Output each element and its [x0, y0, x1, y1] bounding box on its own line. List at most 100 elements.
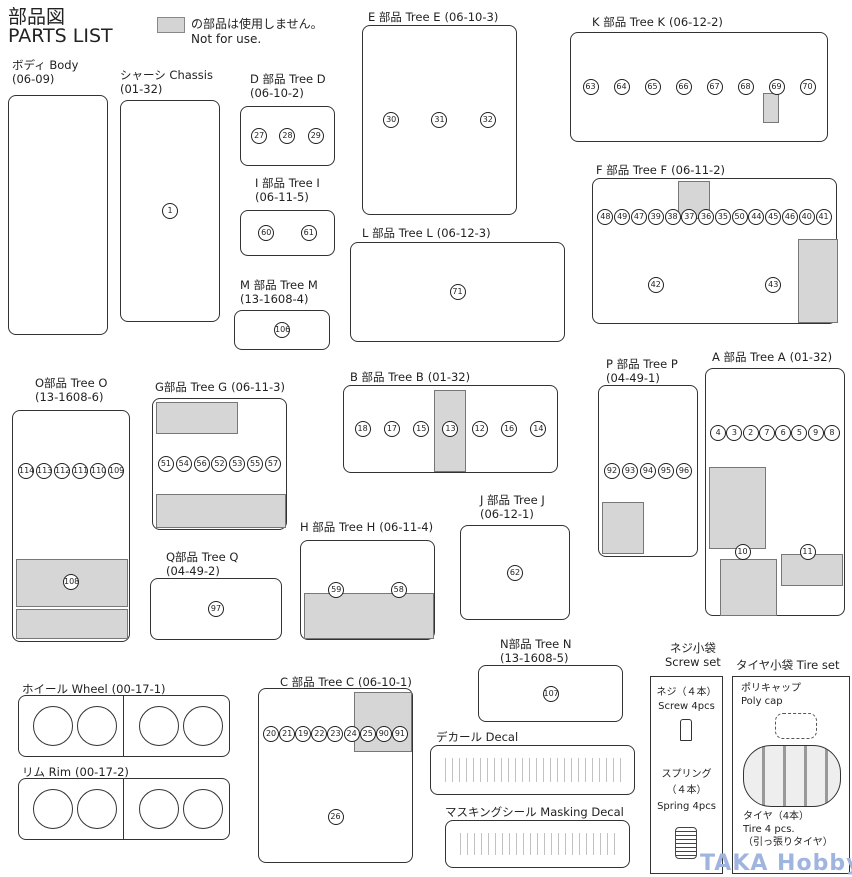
part-number: 19	[295, 726, 312, 743]
part-number: 107	[542, 685, 559, 702]
part-number: 111	[72, 462, 88, 479]
panel-label-l: L 部品 Tree L(06-12-3)	[362, 226, 491, 240]
not-for-use-area	[602, 502, 644, 554]
panel-title: A 部品 Tree A	[712, 350, 786, 364]
panel-code: (06-11-2)	[671, 163, 726, 177]
panel-label-f: F 部品 Tree F(06-11-2)	[596, 163, 725, 177]
not-for-use-area	[720, 559, 777, 616]
panel-code: (06-10-1)	[358, 675, 412, 689]
screw-label-en: Screw 4pcs	[658, 701, 715, 712]
part-number: 36	[698, 209, 715, 225]
part-number: 3	[726, 424, 743, 441]
panel-code: (06-11-3)	[231, 380, 285, 394]
panel-title: M 部品 Tree M	[240, 278, 318, 292]
spring-label-en: Spring 4pcs	[657, 801, 716, 812]
panel-label-b: B 部品 Tree B(01-32)	[350, 370, 470, 384]
panel-title: ホイール Wheel	[22, 682, 108, 696]
part-number: 35	[714, 209, 731, 225]
part-number: 52	[211, 456, 228, 472]
polycap-label-en: Poly cap	[741, 696, 783, 707]
part-number: 66	[675, 79, 692, 95]
panel-label-wheel: ホイール Wheel(00-17-1)	[22, 682, 166, 696]
parts-tree-l: 71	[350, 242, 565, 342]
part-numbers: 1	[125, 105, 215, 317]
part-number: 114	[18, 462, 34, 479]
panel-title: デカール Decal	[436, 730, 519, 744]
part-number: 18	[354, 421, 371, 437]
panel-title: J 部品 Tree J	[480, 493, 545, 507]
part-number: 56	[193, 456, 210, 472]
part-number: 108	[63, 573, 79, 590]
part-numbers: 97	[155, 583, 277, 635]
parts-tree-chassis: 1	[120, 100, 220, 322]
spring-label-jp: スプリング	[661, 769, 712, 780]
part-number: 90	[375, 726, 392, 743]
part-numbers	[450, 825, 625, 863]
part-number: 12	[471, 421, 488, 437]
panel-code: (06-12-2)	[669, 15, 723, 29]
parts-tree-rim	[18, 778, 230, 840]
not-for-use-area	[709, 467, 766, 549]
part-number: 15	[413, 421, 430, 437]
tire-set-title: タイヤ小袋 Tire set	[736, 658, 840, 672]
parts-tree-body	[8, 95, 108, 335]
part-number: 45	[765, 209, 782, 225]
page-title-en: PARTS LIST	[8, 25, 113, 47]
part-number: 17	[383, 421, 400, 437]
watermark: TAKA Hobby	[700, 851, 852, 876]
part-number: 14	[530, 421, 547, 437]
masking-sheet	[454, 833, 621, 855]
panel-title: O部品 Tree O	[35, 376, 108, 390]
panel-title: I 部品 Tree I	[255, 176, 320, 190]
panel-title: L 部品 Tree L	[362, 226, 433, 240]
panel-title: C 部品 Tree C	[280, 675, 354, 689]
polycap-icon	[775, 713, 817, 739]
panel-label-o: O部品 Tree O(13-1608-6)	[35, 376, 107, 404]
panel-code: (13-1608-6)	[35, 390, 104, 404]
part-number: 57	[264, 456, 281, 472]
part-number: 22	[311, 726, 328, 743]
part-number: 37	[681, 209, 698, 225]
part-numbers	[13, 100, 103, 330]
wheel-icon	[33, 706, 73, 746]
tire-set-box: ポリキャップ Poly cap タイヤ（4本） Tire 4 pcs. （引っ張…	[732, 676, 850, 874]
panel-title: ボディ Body	[12, 58, 79, 72]
panel-title: F 部品 Tree F	[596, 163, 668, 177]
panel-label-j: J 部品 Tree J(06-12-1)	[480, 493, 545, 521]
panel-label-d: D 部品 Tree D(06-10-2)	[250, 72, 326, 100]
panel-label-n: N部品 Tree N(13-1608-5)	[500, 637, 571, 665]
panel-label-c: C 部品 Tree C (06-10-1)	[280, 675, 412, 689]
part-number: 9	[807, 424, 824, 441]
panel-code: (04-49-1)	[606, 371, 660, 385]
part-numbers: 106	[239, 315, 325, 345]
part-number: 62	[507, 564, 523, 581]
panel-label-decal: デカール Decal	[436, 730, 522, 744]
panel-title: E 部品 Tree E	[368, 10, 441, 24]
panel-title: N部品 Tree N	[500, 637, 572, 651]
panel-title: Q部品 Tree Q	[166, 550, 239, 564]
part-number: 26	[327, 808, 344, 825]
part-number: 54	[175, 456, 192, 472]
not-for-use-area	[16, 609, 128, 639]
screw-set-title: ネジ小袋 Screw set	[665, 641, 721, 669]
parts-tree-masking	[445, 820, 630, 868]
part-number: 69	[768, 79, 785, 95]
panel-code: (06-09)	[12, 72, 55, 86]
part-number: 44	[748, 209, 765, 225]
part-number: 109	[108, 462, 124, 479]
panel-code: (06-10-3)	[444, 10, 499, 24]
part-number: 97	[208, 601, 224, 617]
